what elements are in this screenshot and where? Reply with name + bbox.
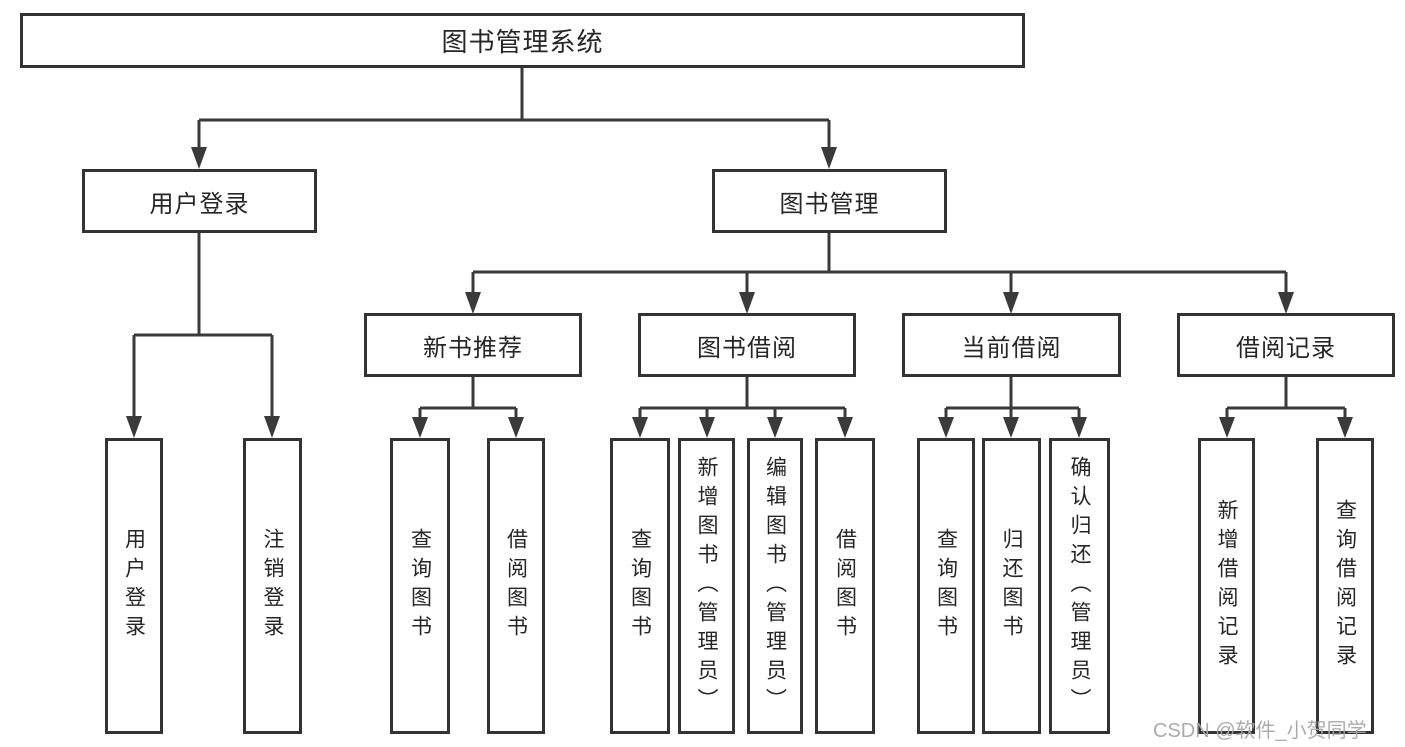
node-library-management-system: 图书管理系统 <box>20 13 1025 68</box>
leaf-label: 确认归还（管理员） <box>1068 455 1092 717</box>
node-label: 图书管理系统 <box>441 27 604 57</box>
node-user-login: 用户登录 <box>82 169 317 233</box>
leaf-label: 借阅图书 <box>504 528 528 644</box>
leaf-borrow-books-recommend: 借阅图书 <box>487 438 545 734</box>
node-label: 新书推荐 <box>423 334 523 362</box>
node-book-borrowing: 图书借阅 <box>638 313 856 377</box>
node-label: 用户登录 <box>149 190 250 218</box>
node-new-book-recommendation: 新书推荐 <box>364 313 582 377</box>
node-borrowing-records: 借阅记录 <box>1177 313 1395 377</box>
leaf-label: 查询借阅记录 <box>1333 499 1357 673</box>
leaf-add-borrow-record: 新增借阅记录 <box>1198 438 1255 734</box>
leaf-edit-book-admin: 编辑图书（管理员） <box>747 438 803 734</box>
leaf-confirm-return-admin: 确认归还（管理员） <box>1049 438 1110 734</box>
leaf-label: 新增图书（管理员） <box>695 455 719 717</box>
node-label: 借阅记录 <box>1236 334 1336 362</box>
node-label: 图书借阅 <box>697 334 797 362</box>
node-label: 图书管理 <box>779 190 880 218</box>
leaf-label: 注销登录 <box>261 528 285 644</box>
leaf-logout: 注销登录 <box>243 438 302 734</box>
node-label: 当前借阅 <box>961 334 1062 362</box>
leaf-label: 新增借阅记录 <box>1215 499 1239 673</box>
leaf-label: 编辑图书（管理员） <box>763 455 787 717</box>
leaf-label: 查询图书 <box>628 528 652 644</box>
leaf-query-books-recommend: 查询图书 <box>390 438 450 734</box>
leaf-label: 用户登录 <box>122 528 146 644</box>
leaf-label: 归还图书 <box>1000 528 1024 644</box>
leaf-user-login: 用户登录 <box>105 438 163 734</box>
leaf-add-book-admin: 新增图书（管理员） <box>678 438 735 734</box>
leaf-query-books-borrow: 查询图书 <box>610 438 670 734</box>
leaf-label: 查询图书 <box>408 528 432 644</box>
leaf-label: 借阅图书 <box>833 528 857 644</box>
leaf-label: 查询图书 <box>934 528 958 644</box>
node-book-management: 图书管理 <box>712 169 947 233</box>
csdn-watermark: CSDN @软件_小贺同学 <box>1153 720 1367 742</box>
leaf-return-books: 归还图书 <box>982 438 1041 734</box>
leaf-query-borrow-record: 查询借阅记录 <box>1316 438 1374 734</box>
leaf-borrow-books-borrow: 借阅图书 <box>815 438 875 734</box>
node-current-borrowing: 当前借阅 <box>902 313 1121 377</box>
leaf-query-books-current: 查询图书 <box>917 438 975 734</box>
